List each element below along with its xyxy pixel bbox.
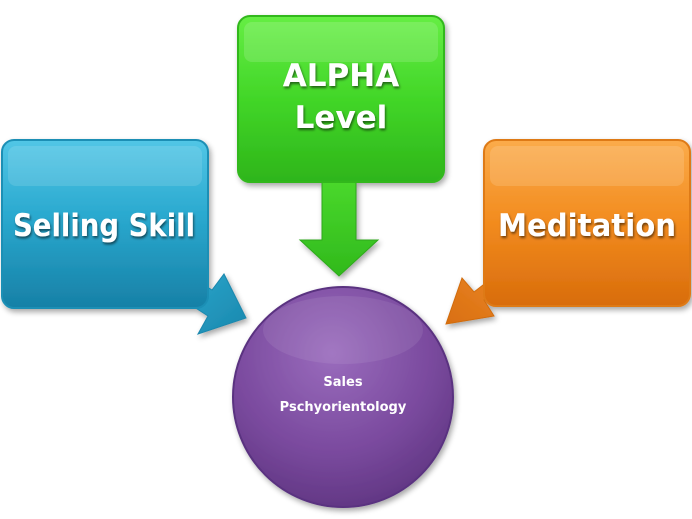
- node-meditation: [445, 139, 691, 325]
- label-center-line1: Sales: [323, 375, 362, 390]
- arrow-alpha-level-to-center: [298, 177, 380, 277]
- node-alpha-level: [237, 15, 445, 277]
- label-center-line2: Pschyorientology: [280, 400, 407, 415]
- label-meditation: Meditation: [498, 208, 676, 244]
- label-alpha-level-line1: ALPHA: [283, 58, 399, 94]
- node-selling-skill: [1, 139, 247, 335]
- node-center: [232, 286, 454, 508]
- label-alpha-level-line2: Level: [295, 100, 388, 136]
- label-selling-skill: Selling Skill: [13, 208, 195, 244]
